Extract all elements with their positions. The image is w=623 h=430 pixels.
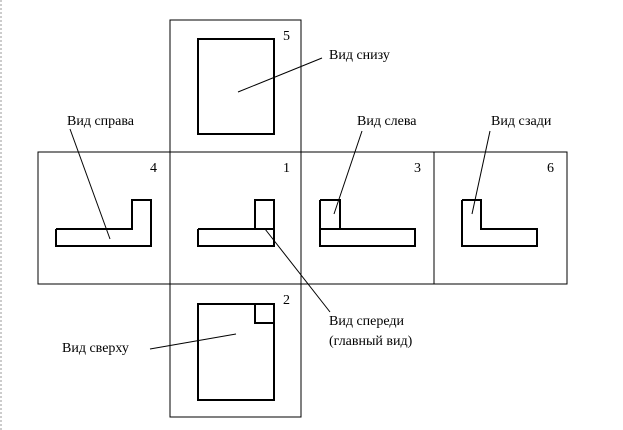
label-bottom-view: Вид снизу	[329, 48, 390, 63]
back-view-outline	[461, 199, 538, 247]
cell-back-view	[433, 151, 568, 285]
bottom-view-outline	[197, 38, 275, 135]
top-view-outline	[197, 303, 275, 401]
leader-bottom-view	[237, 57, 323, 93]
right-view-outline	[55, 199, 152, 247]
leader-right-view	[69, 128, 111, 240]
label-right-view: Вид справа	[67, 114, 135, 129]
leader-left-view	[333, 130, 363, 215]
view-number-4: 4	[150, 161, 157, 176]
cell-top-view	[169, 283, 302, 418]
front-view-outline	[197, 199, 275, 247]
label-left-view: Вид слева	[357, 114, 417, 129]
leader-back-view	[471, 130, 491, 215]
cell-front-view	[169, 151, 302, 285]
view-number-6: 6	[547, 161, 554, 176]
view-number-2: 2	[283, 293, 290, 308]
leader-front-view	[264, 228, 331, 313]
left-view-outline	[319, 199, 416, 247]
view-number-1: 1	[283, 161, 290, 176]
view-number-3: 3	[414, 161, 421, 176]
label-front-view-line2: (главный вид)	[329, 334, 413, 349]
label-back-view: Вид сзади	[491, 114, 552, 129]
label-top-view: Вид сверху	[62, 341, 129, 356]
leader-top-view	[149, 333, 237, 350]
label-front-view: Вид спереди	[329, 314, 405, 329]
top-view-corner-square	[254, 304, 274, 324]
view-number-5: 5	[283, 29, 290, 44]
